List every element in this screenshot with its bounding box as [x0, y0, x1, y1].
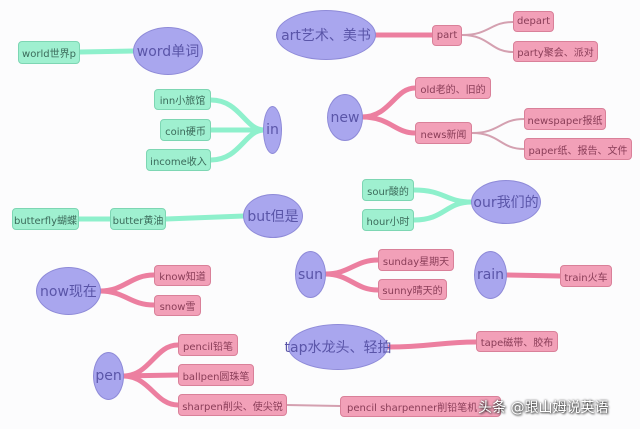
topic-now[interactable]: now现在 — [36, 267, 101, 315]
node-snow[interactable]: snow雪 — [154, 295, 201, 316]
node-butter[interactable]: butter黄油 — [110, 208, 166, 230]
topic-pen[interactable]: pen — [93, 352, 124, 400]
node-ballpen[interactable]: ballpen圆珠笔 — [178, 364, 254, 386]
topic-word[interactable]: word单词 — [133, 27, 203, 75]
node-coin[interactable]: coin硬币 — [160, 119, 211, 141]
topic-art[interactable]: art艺术、美书 — [276, 10, 376, 60]
node-tape[interactable]: tape磁带、胶布 — [476, 331, 558, 352]
topic-tap[interactable]: tap水龙头、轻拍 — [285, 324, 391, 370]
node-part[interactable]: part — [432, 25, 462, 46]
topic-rain[interactable]: rain — [474, 251, 507, 299]
node-newspaper[interactable]: newspaper报纸 — [524, 108, 606, 130]
node-butterfly[interactable]: butterfly蝴蝶 — [12, 208, 79, 230]
watermark: 头条 @跟山姆说英语 — [478, 400, 609, 416]
topic-but[interactable]: but但是 — [243, 194, 303, 238]
node-depart[interactable]: depart — [513, 11, 554, 32]
node-sunny[interactable]: sunny晴天的 — [378, 279, 447, 300]
node-sharpen[interactable]: sharpen削尖、使尖锐 — [178, 394, 287, 416]
node-sour[interactable]: sour酸的 — [362, 179, 414, 201]
topic-in[interactable]: in — [263, 106, 282, 154]
topic-our[interactable]: our我们的 — [471, 180, 541, 224]
node-old[interactable]: old老的、旧的 — [415, 77, 491, 99]
node-world[interactable]: world世界p — [18, 41, 80, 64]
topic-new[interactable]: new — [327, 94, 363, 141]
node-hour[interactable]: hour小时 — [362, 209, 414, 231]
node-pencil[interactable]: pencil铅笔 — [178, 334, 238, 356]
topic-sun[interactable]: sun — [295, 251, 326, 298]
node-inn[interactable]: inn小旅馆 — [154, 89, 211, 110]
node-pencil-sharpener[interactable]: pencil sharpenner削铅笔机（ — [340, 396, 501, 417]
node-train[interactable]: train火车 — [560, 265, 612, 287]
node-news[interactable]: news新闻 — [415, 122, 472, 144]
node-income[interactable]: income收入 — [146, 149, 211, 171]
node-sunday[interactable]: sunday星期天 — [378, 249, 454, 271]
node-party[interactable]: party聚会、派对 — [513, 41, 598, 62]
node-paper[interactable]: paper纸、报告、文件 — [524, 138, 632, 160]
node-know[interactable]: know知道 — [154, 265, 211, 286]
